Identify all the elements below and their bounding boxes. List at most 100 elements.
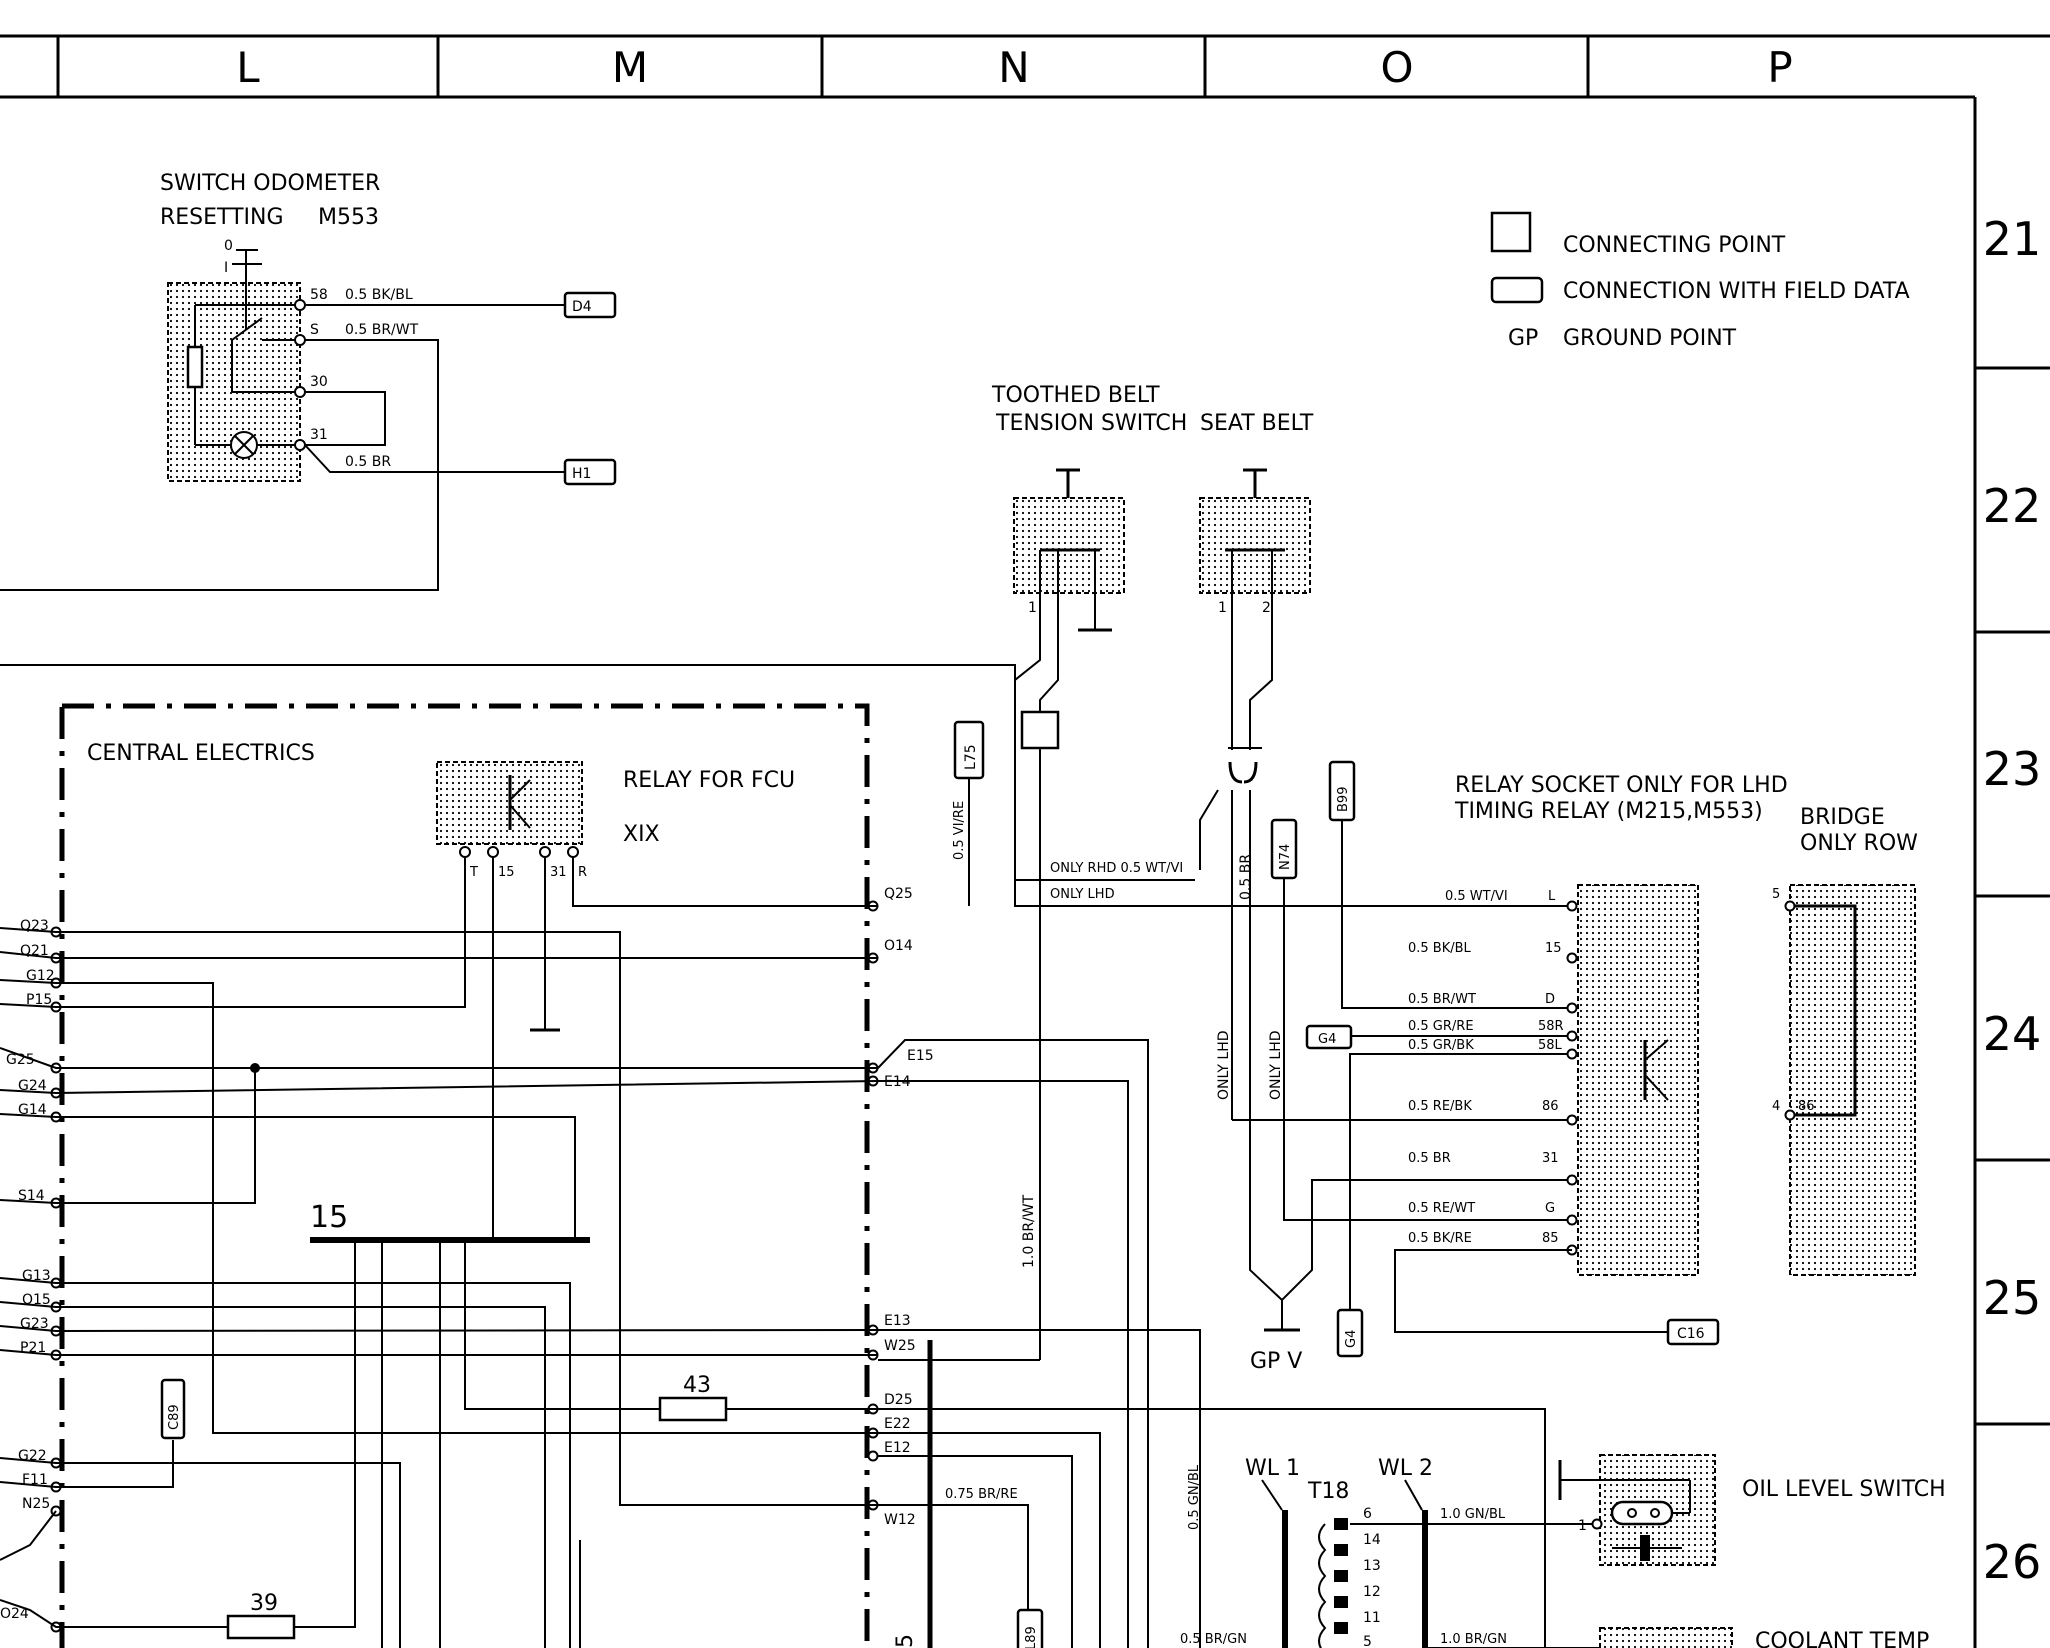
central-electrics: CENTRAL ELECTRICS RELAY FOR FCU XIX T 15… (0, 703, 985, 1648)
toothed-belt-title-1: TOOTHED BELT (991, 383, 1160, 408)
legend-connecting-point: CONNECTING POINT (1563, 233, 1786, 258)
only-rhd-label: ONLY RHD 0.5 WT/VI (1050, 861, 1183, 876)
relay-pin-15: 15 (1545, 941, 1562, 956)
relay-pin-l: L (1548, 889, 1556, 904)
relay-wire-br: 0.5 BR (1408, 1151, 1451, 1166)
wire-05-br-gn: 0.5 BR/GN (1180, 1632, 1247, 1647)
ground-point-v: GP V (1250, 1349, 1302, 1374)
t18-pin-5: 5 (1363, 1634, 1372, 1648)
legend-ground-point: GROUND POINT (1563, 326, 1737, 351)
left-terminal-pins (50, 926, 62, 1633)
terminal-w25: W25 (884, 1338, 916, 1354)
column-label-o: O (1380, 43, 1413, 92)
relay-pin-31: 31 (1542, 1151, 1559, 1166)
wire-q25-label: 0.5 VI/RE (952, 801, 967, 860)
toothed-belt-pin-1: 1 (1028, 600, 1037, 616)
bus-15-label: 15 (310, 1200, 348, 1235)
central-electrics-boundary (59, 703, 870, 1648)
column-label-p: P (1767, 43, 1792, 92)
bridge-pin-4: 4 (1772, 1099, 1780, 1114)
t18-pin-12: 12 (1363, 1584, 1381, 1600)
legend: CONNECTING POINT CONNECTION WITH FIELD D… (1490, 211, 1910, 351)
right-terminal-pins (867, 900, 879, 1511)
relay-pin-d: D (1545, 992, 1555, 1007)
coolant-temp-sensor-body (1599, 1627, 1733, 1648)
t18-pins (1318, 1518, 1348, 1648)
connector-b99-label: B99 (1336, 787, 1351, 812)
terminal-w12: W12 (884, 1512, 916, 1528)
toothed-belt-connecting-point (1020, 710, 1060, 750)
column-label-m: M (612, 43, 648, 92)
relay-pin-86: 86 (1542, 1099, 1559, 1114)
terminal-g25: G25 (6, 1052, 35, 1068)
connector-c16 (1666, 1318, 1720, 1346)
connector-d4 (563, 291, 617, 319)
odometer-resistor (186, 345, 204, 389)
odometer-wire-s: 0.5 BR/WT (345, 322, 419, 338)
relay-pin-85: 85 (1542, 1231, 1559, 1246)
odometer-code: M553 (318, 205, 379, 230)
connector-l89-label: L89 (1024, 1626, 1039, 1648)
seat-belt-title: SEAT BELT (1200, 411, 1314, 436)
t18-pin-13: 13 (1363, 1558, 1381, 1574)
wire-10-br-wt-label: 1.0 BR/WT (1021, 1194, 1037, 1268)
odometer-title-1: SWITCH ODOMETER (160, 171, 380, 196)
odometer-title-2: RESETTING (160, 205, 284, 230)
relay-wire-wt-vi: 0.5 WT/VI (1445, 889, 1508, 904)
bridge-pin-86: 86 (1798, 1099, 1815, 1114)
field-data-symbol (1490, 276, 1544, 304)
relay-wire-re-bk: 0.5 RE/BK (1408, 1099, 1472, 1114)
relay-wire-bk-bl: 0.5 BK/BL (1408, 941, 1472, 956)
fcu-relay-code: XIX (623, 822, 660, 847)
wire-075-br-re-label: 0.75 BR/RE (945, 1487, 1018, 1502)
relay-socket-title-2: TIMING RELAY (M215,M553) (1454, 799, 1763, 824)
bridge-title-2: ONLY ROW (1800, 831, 1918, 856)
terminal-g14: G14 (18, 1102, 47, 1118)
terminal-g12: G12 (26, 968, 55, 984)
relay-wire-re-wt: 0.5 RE/WT (1408, 1201, 1475, 1216)
drawing-frame (0, 34, 2050, 1648)
terminal-o14: O14 (884, 938, 913, 954)
left-terminals: Q23 Q21 G12 P15 G25 G24 G14 S14 G13 O15 … (0, 918, 55, 1622)
seat-belt-body (1199, 497, 1311, 594)
fuse-43-label: 43 (683, 1373, 711, 1398)
relay-pin-58l: 58L (1538, 1038, 1563, 1053)
relay-pin-g: G (1545, 1201, 1555, 1216)
fcu-relay-title: RELAY FOR FCU (623, 768, 795, 793)
connecting-point-symbol (1490, 211, 1532, 253)
only-lhd-vertical-1: ONLY LHD (1216, 1030, 1232, 1100)
oil-level-pin-1: 1 (1578, 1518, 1587, 1534)
connector-g4-lower-label: G4 (1344, 1330, 1359, 1348)
terminal-e12: E12 (884, 1440, 911, 1456)
fuse-43 (658, 1396, 728, 1422)
bridge: BRIDGE ONLY ROW 5 4 86 (1772, 805, 1918, 1276)
row-label-22: 22 (1983, 479, 2042, 533)
terminal-p15: P15 (26, 992, 52, 1008)
central-electrics-wiring (0, 857, 879, 1648)
middle-wiring: ONLY RHD 0.5 WT/VI ONLY LHD 1.0 BR/WT 0.… (0, 664, 1572, 1648)
bridge-title-1: BRIDGE (1800, 805, 1885, 830)
relay-socket-pins (1566, 900, 1578, 1256)
connector-c16-label: C16 (1677, 1326, 1705, 1342)
odometer-pin-s: S (310, 322, 319, 338)
connector-g4-lower (1336, 1308, 1364, 1358)
fcu-relay-pin-t: T (469, 865, 478, 880)
relay-wire-br-wt: 0.5 BR/WT (1408, 992, 1476, 1007)
row-label-26: 26 (1983, 1535, 2042, 1589)
seat-belt-switch: SEAT BELT 1 2 (1199, 411, 1314, 1120)
t18-pin-6: 6 (1363, 1506, 1372, 1522)
wire-10-br-gn: 1.0 BR/GN (1440, 1632, 1507, 1647)
terminal-n25: N25 (22, 1496, 50, 1512)
wire-05-br-label: 0.5 BR (1238, 854, 1254, 900)
fcu-relay-pin-r: R (578, 865, 587, 880)
bottom-fragment-label: 5 (893, 1634, 918, 1648)
relay-socket-body (1577, 884, 1699, 1276)
relay-wire-bk-re: 0.5 BK/RE (1408, 1231, 1472, 1246)
column-label-l: L (236, 43, 260, 92)
relay-wire-gr-re: 0.5 GR/RE (1408, 1019, 1474, 1034)
odometer-switch: SWITCH ODOMETER RESETTING M553 0 I 58 S … (0, 171, 617, 591)
toothed-belt-switch: TOOTHED BELT TENSION SWITCH 1 (991, 383, 1187, 1360)
t18-label: T18 (1307, 1479, 1349, 1504)
t18-pin-14: 14 (1363, 1532, 1381, 1548)
relay-socket: RELAY SOCKET ONLY FOR LHD TIMING RELAY (… (1394, 773, 1788, 1346)
